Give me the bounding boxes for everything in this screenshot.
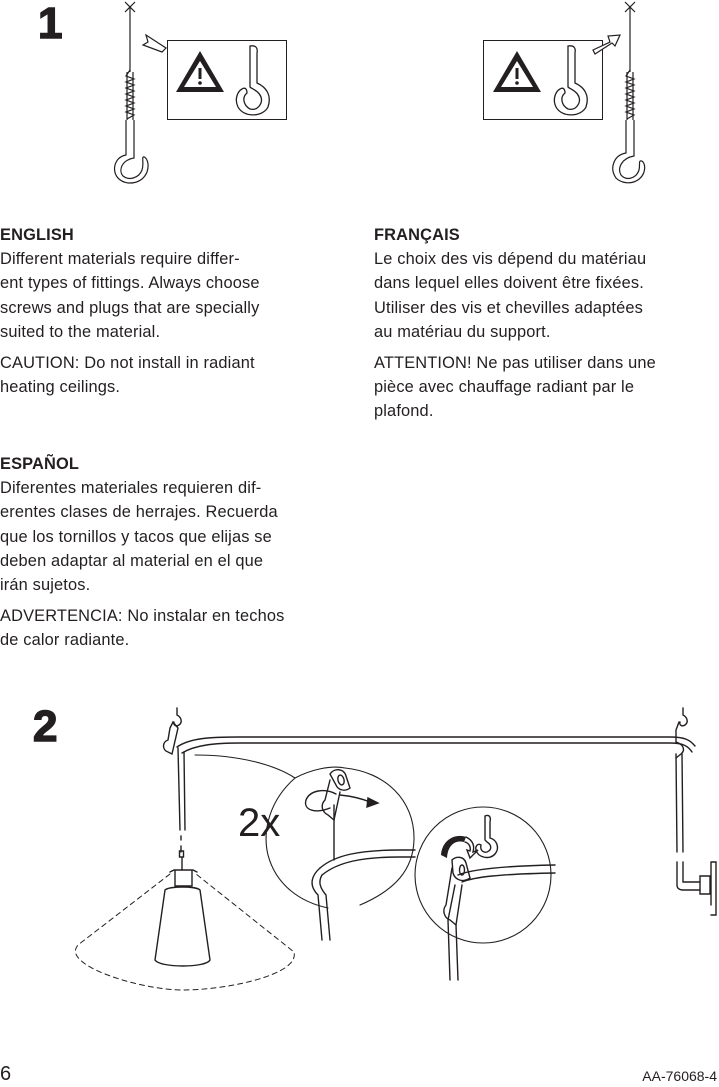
text-line: que los tornillos y tacos que elijas se (0, 527, 272, 546)
text-line: Diferentes materiales requieren dif- (0, 479, 262, 498)
text-line: ADVERTENCIA: No instalar en techos (0, 607, 285, 626)
text-line: Utiliser des vis et chevilles adaptées (374, 298, 643, 317)
cable-icon (177, 737, 695, 747)
wall-plug-icon (677, 862, 700, 890)
language-heading: ESPAÑOL (0, 455, 80, 473)
warning-triangle-icon (493, 51, 541, 92)
open-hook-icon (548, 43, 598, 118)
text-line: ATTENTION! Ne pas utiliser dans une (374, 354, 656, 373)
text-line: CAUTION: Do not install in radiant (0, 354, 255, 373)
step-2-illustration (0, 690, 719, 990)
text-line: heating ceilings. (0, 378, 121, 397)
arrow-icon (143, 35, 166, 52)
text-line: deben adaptar al material en el que (0, 551, 264, 570)
caution-paragraph: ATTENTION! Ne pas utiliser dans une pièc… (374, 351, 719, 424)
instruction-paragraph: Diferentes materiales requieren dif- ere… (0, 476, 345, 597)
swing-radius-dashed (75, 874, 294, 990)
instruction-paragraph: Le choix des vis dépend du matériau dans… (374, 247, 719, 344)
text-block-espanol: ESPAÑOL Diferentes materiales requieren … (0, 452, 345, 653)
step-1-right-illustration (595, 0, 675, 190)
open-hook-icon (230, 43, 280, 118)
warning-triangle-icon (176, 51, 224, 92)
step-1-left-illustration (100, 0, 300, 190)
document-code: AA-76068-4 (642, 1068, 717, 1084)
detail-circle-hooking (415, 807, 551, 943)
text-line: de calor radiante. (0, 631, 130, 650)
text-block-english: ENGLISH Different materials require diff… (0, 223, 345, 399)
ceiling-hook-icon (164, 708, 182, 754)
warning-box-left (167, 40, 287, 120)
text-line: Different materials require differ- (0, 250, 240, 269)
instruction-paragraph: Different materials require differ- ent … (0, 247, 345, 344)
step-1-number: 1 (37, 0, 63, 48)
caution-paragraph: ADVERTENCIA: No instalar en techos de ca… (0, 604, 345, 652)
page-number: 6 (0, 1063, 12, 1085)
text-line: screws and plugs that are specially (0, 298, 260, 317)
text-block-francais: FRANÇAIS Le choix des vis dépend du maté… (374, 223, 719, 424)
text-line: Le choix des vis dépend du matériau (374, 250, 647, 269)
text-line: ent types of fittings. Always choose (0, 274, 260, 293)
text-line: pièce avec chauffage radiant par le (374, 378, 635, 397)
text-line: suited to the material. (0, 322, 161, 341)
caution-paragraph: CAUTION: Do not install in radiant heati… (0, 351, 345, 399)
pendant-lamp-icon (155, 887, 210, 966)
arrow-icon (593, 35, 620, 54)
text-line: irán sujetos. (0, 576, 91, 595)
text-line: erentes clases de herrajes. Recuerda (0, 503, 278, 522)
text-line: plafond. (374, 402, 434, 421)
warning-box-right (483, 40, 603, 120)
quantity-label: 2x (238, 801, 281, 845)
text-line: dans lequel elles doivent être fixées. (374, 274, 644, 293)
step-2-number: 2 (32, 702, 58, 751)
language-heading: FRANÇAIS (374, 226, 460, 244)
language-heading: ENGLISH (0, 226, 74, 244)
text-line: au matériau du support. (374, 322, 551, 341)
detail-circle-threading (345, 768, 414, 905)
